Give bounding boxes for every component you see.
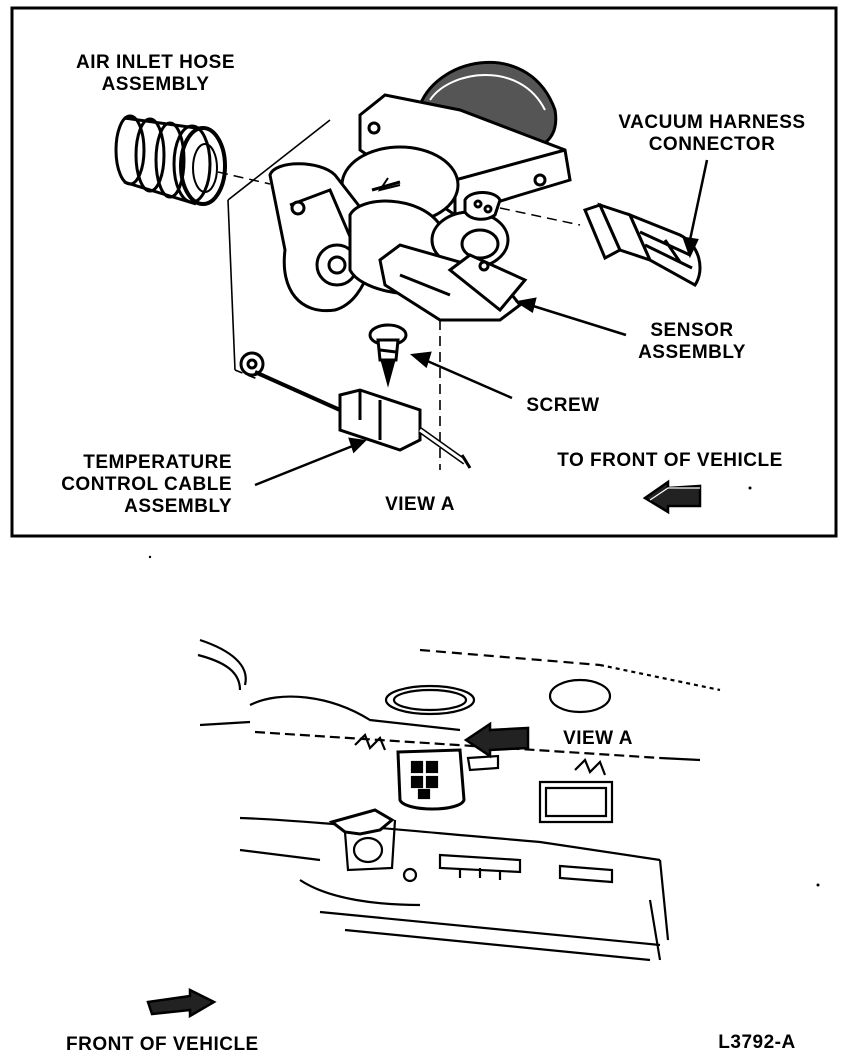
vacuum-harness-label-line1: VACUUM HARNESS — [618, 112, 806, 133]
dashboard-drawing — [197, 638, 721, 962]
cable-eyelet — [239, 351, 265, 377]
view-a-pointer-arrow — [463, 721, 530, 759]
air-inlet-hose-label-line2: ASSEMBLY — [101, 74, 210, 95]
figure-code-label: L3792-A — [718, 1032, 796, 1053]
sensor-assembly-label-line2: ASSEMBLY — [638, 342, 746, 363]
vacuum-harness-label-line2: CONNECTOR — [648, 134, 776, 155]
temperature-control-cable — [254, 370, 472, 469]
to-front-of-vehicle-label: TO FRONT OF VEHICLE — [557, 450, 783, 471]
to-front-arrow — [642, 479, 702, 515]
view-a-frame — [10, 6, 838, 538]
print-speck — [148, 555, 152, 559]
sensor-housing — [268, 60, 572, 322]
print-speck — [816, 883, 820, 887]
front-of-vehicle-arrow — [146, 987, 217, 1019]
air-inlet-hose-label: AIR INLET HOSE ASSEMBLY — [48, 52, 263, 96]
screw-label: SCREW — [526, 395, 600, 416]
temperature-control-cable-label-line1: TEMPERATURE — [83, 452, 232, 473]
sensor-assembly-label: SENSOR ASSEMBLY — [622, 320, 762, 364]
air-inlet-hose — [114, 114, 227, 206]
mounting-plate — [227, 119, 441, 470]
print-speck — [748, 486, 752, 490]
temperature-control-cable-label-line3: ASSEMBLY — [124, 496, 232, 517]
leader-arrows — [254, 159, 709, 487]
air-inlet-hose-label-line1: AIR INLET HOSE — [75, 52, 235, 73]
screw — [368, 323, 408, 388]
vacuum-harness-connector — [582, 202, 702, 287]
view-a-bottom-label: VIEW A — [563, 728, 633, 749]
temperature-control-cable-label: TEMPERATURE CONTROL CABLE ASSEMBLY — [40, 452, 232, 518]
sensor-assembly-label-line1: SENSOR — [650, 320, 734, 341]
view-a-top-label: VIEW A — [385, 494, 455, 515]
temperature-control-cable-label-line2: CONTROL CABLE — [61, 474, 232, 495]
vacuum-harness-label: VACUUM HARNESS CONNECTOR — [592, 112, 832, 156]
front-of-vehicle-label: FRONT OF VEHICLE — [66, 1034, 259, 1055]
